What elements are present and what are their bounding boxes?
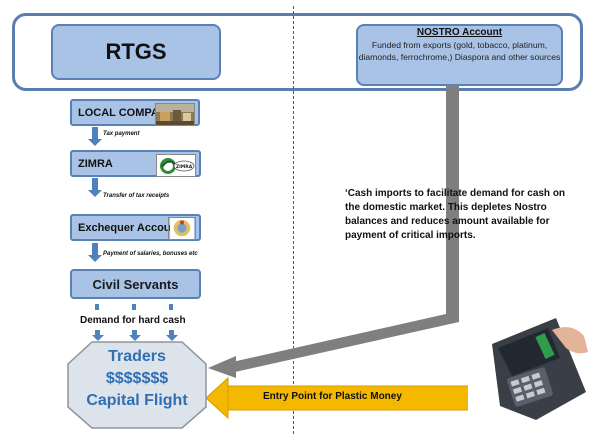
coat-of-arms-icon <box>168 217 196 240</box>
exchequer-label: Exchequer Account <box>78 221 181 234</box>
payment-arrow <box>88 243 102 262</box>
civil-servants-box: Civil Servants <box>70 269 201 299</box>
rtgs-label: RTGS <box>105 39 167 64</box>
nostro-title: NOSTRO Account <box>416 27 503 38</box>
zimra-logo-text: ZIMRA <box>176 164 193 170</box>
transfer-arrow <box>88 178 102 197</box>
zimra-label: ZIMRA <box>78 157 113 170</box>
traders-label: Traders $$$$$$$ Capital Flight <box>72 346 202 412</box>
local-company-box: LOCAL COMPANY <box>70 99 200 126</box>
divider-line <box>293 6 294 434</box>
entry-point-label: Entry Point for Plastic Money <box>263 391 402 402</box>
tax-payment-arrow <box>88 127 102 146</box>
cash-imports-note: ‘Cash imports to facilitate demand for c… <box>345 188 566 241</box>
card-terminal-icon <box>468 316 596 428</box>
demand-arrow <box>128 330 141 341</box>
exchequer-account-box: Exchequer Account <box>70 214 201 241</box>
traders-line3: Capital Flight <box>86 392 188 409</box>
civil-servants-label: Civil Servants <box>92 276 179 292</box>
nostro-account-box: NOSTRO Account Funded from exports (gold… <box>356 24 563 86</box>
local-company-photo-icon <box>155 103 195 126</box>
gray-arrow-head <box>208 356 236 378</box>
demand-dash <box>95 304 99 310</box>
rtgs-box: RTGS <box>51 24 221 80</box>
transfer-label: Transfer of tax receipts <box>103 193 170 199</box>
traders-line1: Traders <box>108 348 166 365</box>
traders-line2: $$$$$$$ <box>105 370 169 387</box>
zimra-box: ZIMRA ZIMRA <box>70 150 201 177</box>
demand-dash <box>169 304 173 310</box>
zimra-logo-icon: ZIMRA <box>156 154 196 177</box>
demand-dash <box>132 304 136 310</box>
payment-label: Payment of salaries, bonuses etc <box>103 251 198 257</box>
demand-arrow <box>165 330 178 341</box>
nostro-description: Funded from exports (gold, tobacco, plat… <box>358 40 561 62</box>
yellow-arrow-head <box>205 376 229 420</box>
demand-arrow <box>91 330 104 341</box>
traders-octagon <box>67 341 207 429</box>
tax-payment-label: Tax payment <box>103 131 140 137</box>
gray-arrow-diagonal <box>232 312 459 372</box>
demand-for-hard-cash-label: Demand for hard cash <box>80 315 186 326</box>
local-company-label: LOCAL COMPANY <box>78 106 175 119</box>
gray-arrow-vertical <box>446 85 459 315</box>
